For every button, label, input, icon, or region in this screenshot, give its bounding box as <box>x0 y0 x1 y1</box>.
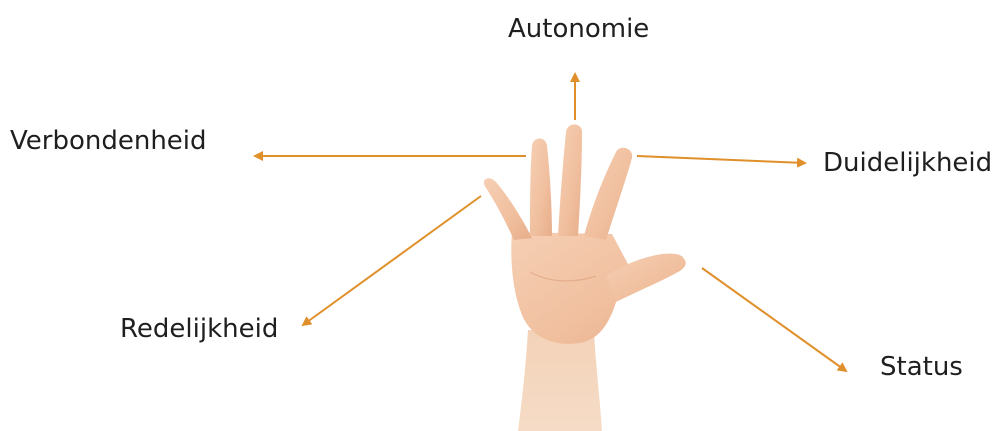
palm <box>511 232 683 344</box>
ring-finger <box>530 139 552 237</box>
little-finger <box>484 178 532 240</box>
wrist <box>518 330 602 431</box>
label-status: Status <box>880 354 963 380</box>
label-verbondenheid: Verbondenheid <box>10 128 207 154</box>
hand-illustration <box>484 125 686 431</box>
arrow-duidelijkheid <box>637 156 805 163</box>
arrow-status <box>702 268 846 371</box>
middle-finger <box>558 125 582 237</box>
arrow-redelijkheid <box>303 196 481 325</box>
label-autonomie: Autonomie <box>508 16 649 42</box>
index-finger <box>584 148 632 240</box>
label-duidelijkheid: Duidelijkheid <box>823 150 992 176</box>
label-redelijkheid: Redelijkheid <box>120 316 278 342</box>
